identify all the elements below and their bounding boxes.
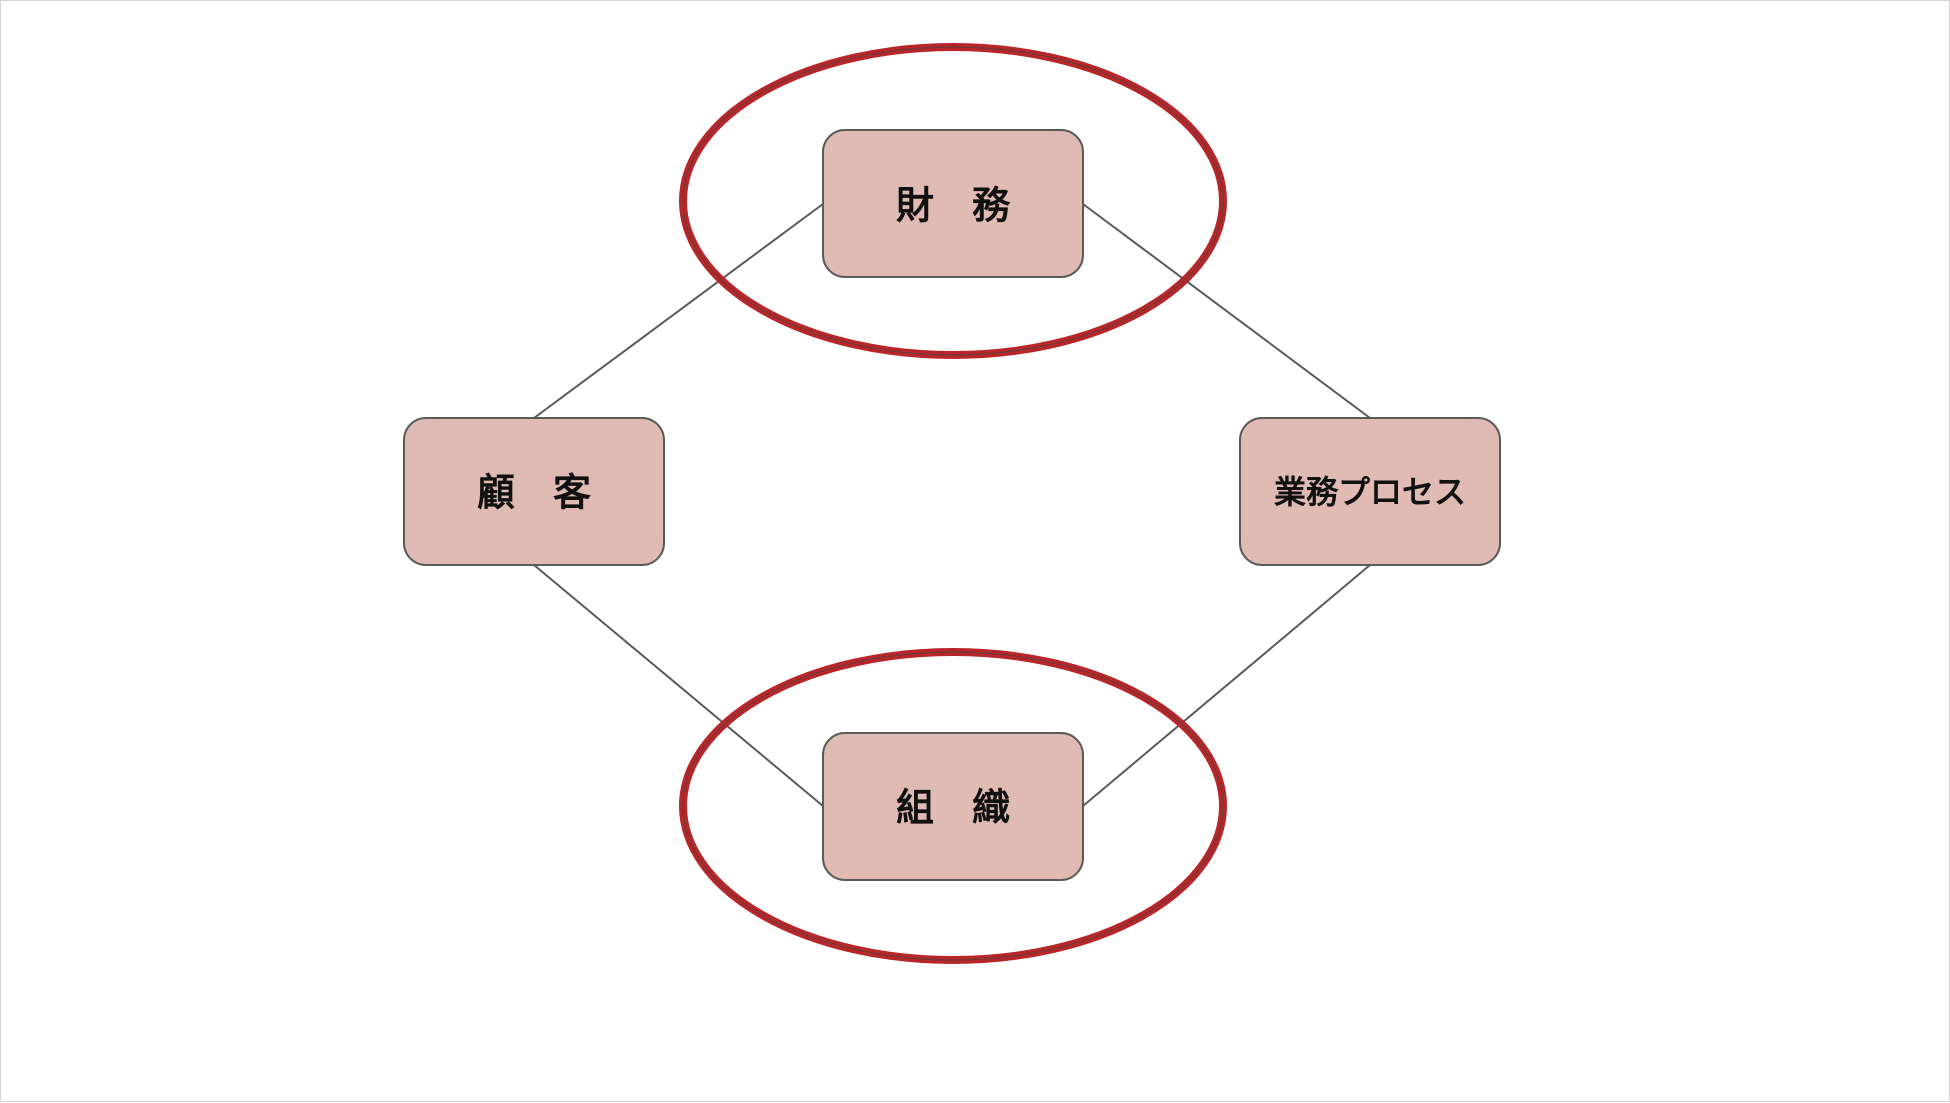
highlight-ring-organization-edge	[682, 651, 1224, 961]
node-finance-label: 財 務	[896, 183, 1011, 228]
node-process-label: 業務プロセス	[1274, 473, 1466, 511]
node-process-box	[1239, 417, 1501, 566]
node-customer-label: 顧 客	[477, 470, 591, 515]
connector-process-organization	[1082, 564, 1371, 807]
node-finance-box	[822, 129, 1084, 278]
node-customer[interactable]: 顧 客	[403, 417, 665, 566]
node-organization[interactable]: 組 織	[822, 732, 1084, 881]
node-process[interactable]: 業務プロセス	[1239, 417, 1501, 566]
node-organization-box	[822, 732, 1084, 881]
highlight-ring-finance-edge	[682, 46, 1224, 356]
node-customer-box	[403, 417, 665, 566]
node-organization-label: 組 織	[896, 785, 1010, 830]
connector-customer-organization	[533, 564, 824, 807]
node-finance[interactable]: 財 務	[822, 129, 1084, 278]
connector-finance-process	[1082, 203, 1371, 419]
connector-finance-customer	[533, 203, 824, 419]
